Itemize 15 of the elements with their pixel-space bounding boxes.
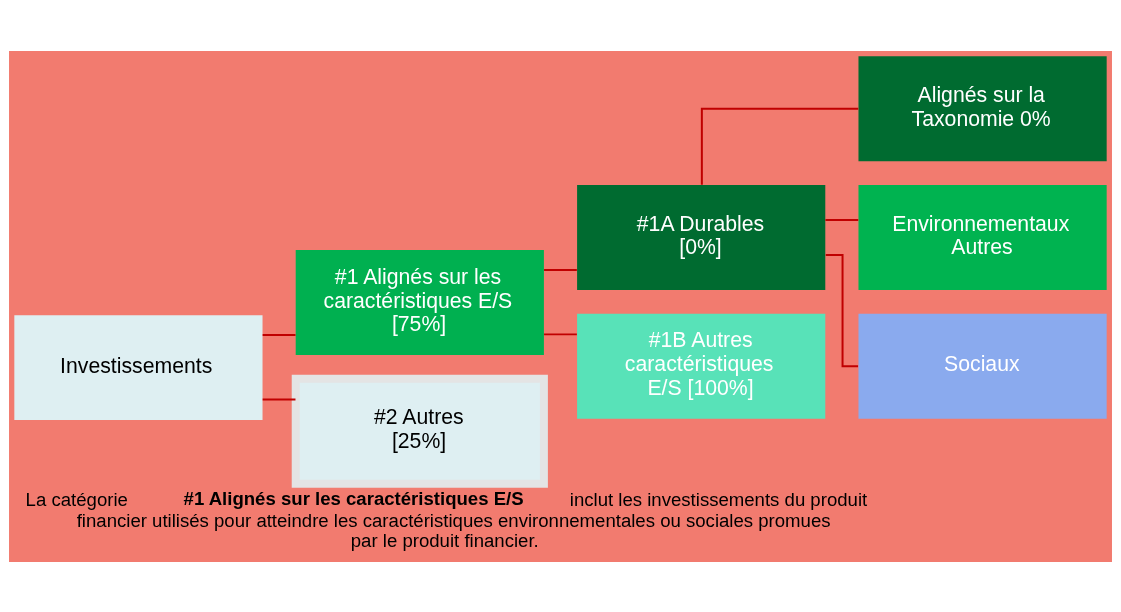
- node-box: Alignés sur la Taxonomie 0%: [858, 55, 1107, 161]
- connector: [543, 332, 578, 335]
- caption: La catégorie #1 Alignés sur les caractéristiques E/S inclut les investissements du produit financier utilisés pour atteindre les caractéristiques environnementales ou sociales promues par le produit financier.: [25, 487, 868, 551]
- node-box: #1A Durables [0%]: [577, 184, 826, 290]
- connector: [261, 333, 297, 336]
- node-box: #1 Alignés sur les caractéristiques E/S [75%]: [295, 249, 544, 355]
- connector: [261, 397, 297, 400]
- node-box: Investissements: [14, 314, 263, 420]
- node-box: #1B Autres caractéristiques E/S [100%]: [577, 313, 826, 419]
- node-box: Sociaux: [858, 313, 1107, 419]
- node-box: #2 Autres [25%]: [291, 374, 548, 488]
- node-box: Environnementaux Autres: [858, 184, 1107, 290]
- connector: [543, 268, 578, 271]
- connector: [824, 218, 860, 221]
- connector: [700, 107, 860, 186]
